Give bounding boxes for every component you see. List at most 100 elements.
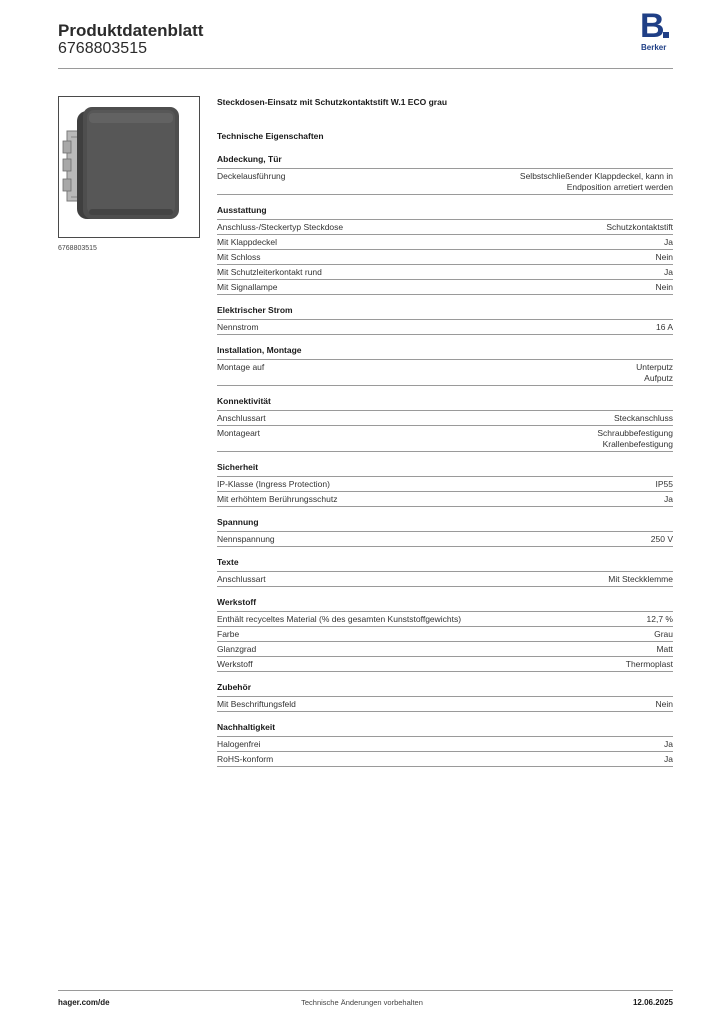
section-heading: Nachhaltigkeit bbox=[217, 722, 673, 737]
spec-value: Ja bbox=[664, 754, 673, 764]
spec-label: Mit Beschriftungsfeld bbox=[217, 699, 296, 709]
spec-row: Montageart Schraubbefestigung Krallenbefe… bbox=[217, 426, 673, 452]
spec-row: Mit Beschriftungsfeld Nein bbox=[217, 697, 673, 712]
spec-row: Deckelausführung Selbstschließender Klapp… bbox=[217, 169, 673, 195]
spec-row: RoHS-konform Ja bbox=[217, 752, 673, 767]
spec-value: Nein bbox=[655, 252, 673, 262]
spec-row: Mit Schutzleiterkontakt rund Ja bbox=[217, 265, 673, 280]
spec-value: Mit Steckklemme bbox=[608, 574, 673, 584]
spec-label: RoHS-konform bbox=[217, 754, 274, 764]
spec-value: IP55 bbox=[655, 479, 674, 489]
spec-label: Montageart bbox=[217, 428, 260, 438]
spec-value: Ja bbox=[664, 267, 673, 277]
spec-label: Halogenfrei bbox=[217, 739, 261, 749]
spec-label: Enthält recyceltes Material (% des gesam… bbox=[217, 614, 462, 624]
section-heading: Sicherheit bbox=[217, 462, 673, 477]
section-heading: Konnektivität bbox=[217, 396, 673, 411]
spec-value: Schutzkontaktstift bbox=[606, 222, 673, 232]
spec-content: Steckdosen-Einsatz mit Schutzkontaktstif… bbox=[217, 96, 673, 767]
spec-row: Glanzgrad Matt bbox=[217, 642, 673, 657]
spec-label: Werkstoff bbox=[217, 659, 253, 669]
section-heading: Spannung bbox=[217, 517, 673, 532]
footer-divider bbox=[58, 990, 673, 991]
footer-date: 12.06.2025 bbox=[632, 998, 673, 1007]
spec-value: Matt bbox=[656, 644, 673, 654]
spec-label: Montage auf bbox=[217, 362, 265, 372]
section-heading: Texte bbox=[217, 557, 673, 572]
socket-illustration bbox=[62, 107, 179, 219]
spec-row: IP-Klasse (Ingress Protection) IP55 bbox=[217, 477, 673, 492]
section-heading: Werkstoff bbox=[217, 597, 673, 612]
spec-label: Mit erhöhtem Berührungsschutz bbox=[217, 494, 338, 504]
spec-value: Selbstschließender Klappdeckel, kann in … bbox=[519, 171, 673, 192]
spec-label: Anschluss-/Steckertyp Steckdose bbox=[217, 222, 344, 232]
spec-row: Mit Klappdeckel Ja bbox=[217, 235, 673, 250]
section-heading: Elektrischer Strom bbox=[217, 305, 673, 320]
header-divider bbox=[58, 68, 673, 69]
spec-label: Farbe bbox=[217, 629, 240, 639]
product-name: Steckdosen-Einsatz mit Schutzkontaktstif… bbox=[217, 97, 448, 107]
section-heading: Zubehör bbox=[217, 682, 673, 697]
spec-label: Anschlussart bbox=[217, 413, 266, 423]
spec-row: Farbe Grau bbox=[217, 627, 673, 642]
spec-row: Anschlussart Mit Steckklemme bbox=[217, 572, 673, 587]
spec-value: Unterputz Aufputz bbox=[636, 362, 673, 383]
article-number: 6768803515 bbox=[58, 40, 147, 57]
spec-value: Nein bbox=[655, 699, 673, 709]
footer-notice: Technische Änderungen vorbehalten bbox=[301, 998, 423, 1007]
spec-label: Glanzgrad bbox=[217, 644, 257, 654]
tech-properties-title: Technische Eigenschaften bbox=[217, 131, 324, 141]
spec-label: Deckelausführung bbox=[217, 171, 286, 181]
logo-text: Berker bbox=[641, 43, 667, 52]
spec-label: Mit Schutzleiterkontakt rund bbox=[217, 267, 322, 277]
section-heading: Ausstattung bbox=[217, 205, 673, 220]
berker-logo: B Berker bbox=[640, 9, 674, 55]
spec-value: 12,7 % bbox=[646, 614, 673, 624]
spec-row: Nennspannung 250 V bbox=[217, 532, 673, 547]
spec-label: Nennspannung bbox=[217, 534, 275, 544]
spec-row: Anschluss-/Steckertyp Steckdose Schutzkon… bbox=[217, 220, 673, 235]
spec-row: Enthält recyceltes Material (% des gesam… bbox=[217, 612, 673, 627]
spec-value: Grau bbox=[654, 629, 673, 639]
logo-letter: B bbox=[640, 7, 665, 45]
spec-row: Montage auf Unterputz Aufputz bbox=[217, 360, 673, 386]
logo-dot bbox=[663, 32, 669, 38]
spec-row: Mit erhöhtem Berührungsschutz Ja bbox=[217, 492, 673, 507]
footer-website-link[interactable]: hager.com/de bbox=[58, 998, 110, 1007]
spec-row: Mit Signallampe Nein bbox=[217, 280, 673, 295]
spec-label: Mit Schloss bbox=[217, 252, 261, 262]
image-caption: 6768803515 bbox=[58, 245, 97, 252]
spec-label: Nennstrom bbox=[217, 322, 259, 332]
spec-label: Mit Klappdeckel bbox=[217, 237, 278, 247]
spec-label: IP-Klasse (Ingress Protection) bbox=[217, 479, 330, 489]
spec-row: Mit Schloss Nein bbox=[217, 250, 673, 265]
spec-value: Nein bbox=[655, 282, 673, 292]
product-image bbox=[58, 96, 200, 238]
spec-value: Ja bbox=[664, 237, 673, 247]
spec-value: Ja bbox=[664, 494, 673, 504]
spec-value: Steckanschluss bbox=[613, 413, 673, 423]
spec-label: Mit Signallampe bbox=[217, 282, 278, 292]
section-heading: Installation, Montage bbox=[217, 345, 673, 360]
spec-value: Ja bbox=[664, 739, 673, 749]
spec-value: Schraubbefestigung Krallenbefestigung bbox=[597, 428, 673, 449]
spec-row: Halogenfrei Ja bbox=[217, 737, 673, 752]
spec-row: Anschlussart Steckanschluss bbox=[217, 411, 673, 426]
spec-value: 250 V bbox=[650, 534, 673, 544]
spec-label: Anschlussart bbox=[217, 574, 266, 584]
section-heading: Abdeckung, Tür bbox=[217, 154, 673, 169]
